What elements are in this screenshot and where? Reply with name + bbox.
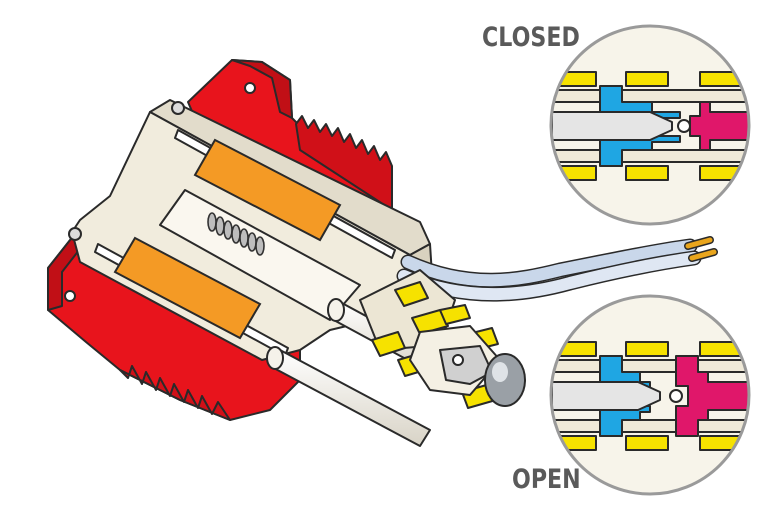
ball-valve-icon	[452, 354, 464, 366]
open-label: OPEN	[512, 464, 581, 495]
lower-pad	[113, 236, 262, 340]
ring-magnifier-icon	[549, 24, 751, 226]
wires	[396, 236, 718, 302]
open-inset	[549, 294, 751, 496]
closed-inset	[549, 24, 751, 226]
upper-pad	[193, 138, 342, 242]
closed-label: CLOSED	[482, 22, 580, 53]
spring-icon	[207, 212, 265, 256]
connector-assembly	[266, 269, 526, 447]
